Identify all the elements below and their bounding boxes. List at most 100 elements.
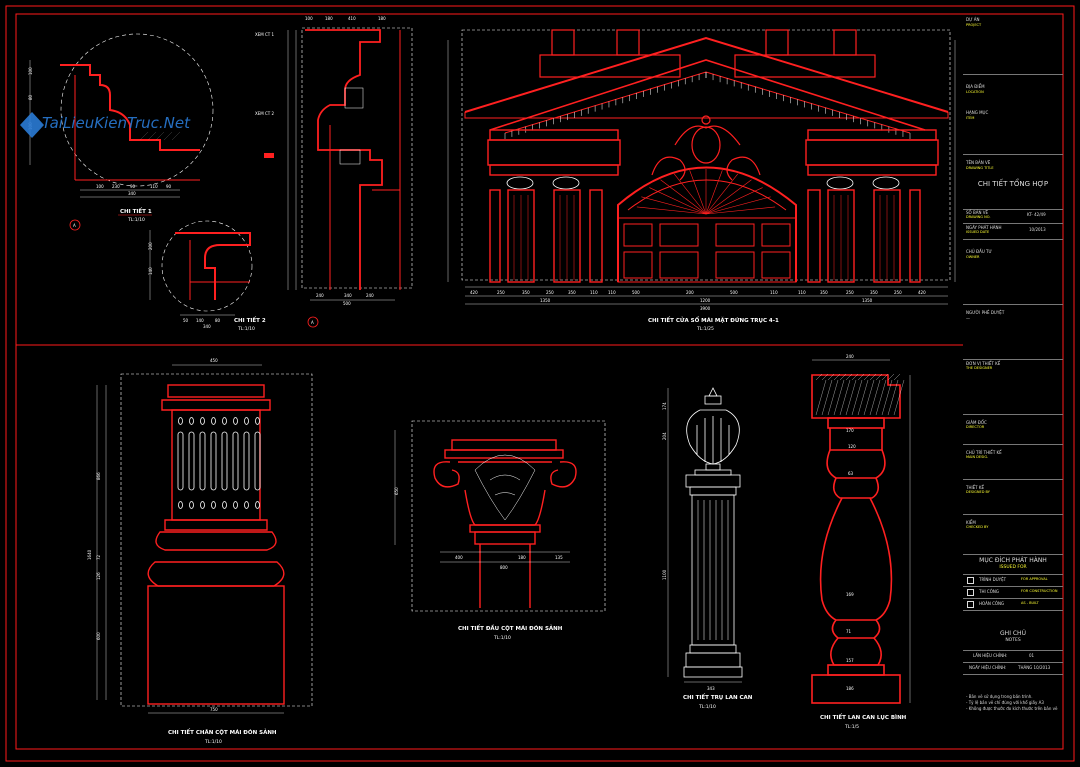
svg-text:80: 80 (215, 318, 221, 323)
tb-opt-construction[interactable]: THI CÔNG FOR CONSTRUCTION (963, 586, 1063, 599)
window-scale: TL:1/25 (696, 326, 714, 332)
svg-text:180: 180 (518, 555, 526, 560)
d1-bottom-dim: 340 (128, 191, 136, 196)
tb-revision: LẦN HIỆU CHỈNH: 01 (963, 650, 1063, 663)
baluster-title: CHI TIẾT LAN CAN LỤC BÌNH (820, 713, 907, 721)
svg-text:410: 410 (348, 16, 356, 21)
svg-text:TaiLieuKienTruc.Net: TaiLieuKienTruc.Net (42, 114, 191, 132)
tb-chief: CHỦ TRÌ THIẾT KẾ MAIN DESIG. (963, 444, 1063, 480)
svg-text:650: 650 (394, 487, 399, 495)
svg-text:420: 420 (918, 290, 926, 295)
tb-revision-date: NGÀY HIỆU CHỈNH: THÁNG 10/2013 (963, 662, 1063, 675)
window-dim-mid: 1200 (700, 298, 711, 303)
tb-item: HẠNG MỤC ITEM (963, 104, 1063, 155)
drawing-title: CHI TIẾT TỔNG HỢP (977, 180, 1049, 188)
svg-text:140: 140 (148, 267, 153, 275)
base-top-dim: 450 (210, 358, 218, 363)
d1-title: CHI TIẾT 1 (120, 207, 152, 215)
svg-text:240: 240 (366, 293, 374, 298)
xem-ct1-label: XEM CT 1 (255, 32, 274, 37)
svg-text:1100: 1100 (662, 569, 667, 580)
window-dim-right: 1350 (862, 298, 873, 303)
base-bottom-dim: 750 (210, 707, 218, 712)
svg-text:1640: 1640 (87, 549, 92, 560)
tb-note-lines: - Bản vẽ sử dụng trong bản trình. - Tỷ l… (966, 694, 1058, 711)
window-dim-total: 3900 (700, 306, 711, 311)
svg-text:250: 250 (497, 290, 505, 295)
svg-text:169: 169 (846, 592, 854, 597)
svg-text:180: 180 (378, 16, 386, 21)
svg-text:100: 100 (28, 67, 33, 75)
tb-opt-asbuilt[interactable]: HOÀN CÔNG AS - BUILT (963, 598, 1063, 611)
baluster-dim: 240 (846, 354, 854, 359)
svg-text:90: 90 (166, 184, 172, 189)
svg-text:72: 72 (96, 554, 101, 560)
svg-text:340: 340 (344, 293, 352, 298)
svg-text:110: 110 (608, 290, 616, 295)
svg-text:600: 600 (96, 632, 101, 640)
svg-text:135: 135 (555, 555, 563, 560)
svg-text:400: 400 (455, 555, 463, 560)
capital-title: CHI TIẾT ĐẦU CỘT MÁI ĐÓN SẢNH (458, 623, 563, 632)
detail-marker: A (73, 223, 76, 228)
svg-text:500: 500 (730, 290, 738, 295)
svg-text:110: 110 (150, 184, 158, 189)
sheet-inner-border (15, 13, 1064, 750)
xem-ct2-label: XEM CT 2 (255, 111, 274, 116)
svg-text:200: 200 (686, 290, 694, 295)
svg-text:A: A (311, 320, 314, 325)
tb-location: ĐỊA ĐIỂM LOCATION (966, 84, 985, 94)
tb-notes: GHI CHÚ NOTES (963, 610, 1063, 651)
svg-text:157: 157 (846, 658, 854, 663)
pillar-scale: TL:1/10 (698, 704, 716, 710)
svg-text:63: 63 (848, 471, 854, 476)
svg-text:170: 170 (846, 428, 854, 433)
watermark-logo: TaiLieuKienTruc.Net (20, 112, 191, 138)
base-scale: TL:1/10 (204, 739, 222, 745)
tb-purpose: MỤC ĐÍCH PHÁT HÀNH ISSUED FOR (963, 554, 1063, 575)
d1-scale: TL:1/10 (127, 217, 145, 223)
svg-text:80: 80 (28, 94, 33, 100)
svg-text:866: 866 (96, 472, 101, 480)
tb-drawing-title: TÊN BẢN VẼ DRAWING TITLE CHI TIẾT TỔNG H… (963, 154, 1063, 210)
svg-text:250: 250 (894, 290, 902, 295)
svg-text:50: 50 (183, 318, 189, 323)
svg-text:350: 350 (820, 290, 828, 295)
tb-project: DỰ ÁN PROJECT (963, 14, 1063, 75)
tb-approver: NGƯỜI PHÊ DUYỆT — (963, 304, 1063, 360)
window-dim-left: 1350 (540, 298, 551, 303)
svg-text:140: 140 (196, 318, 204, 323)
d2-bottom-dim: 340 (203, 324, 211, 329)
svg-text:120: 120 (848, 444, 856, 449)
svg-text:180: 180 (325, 16, 333, 21)
tb-design: THIẾT KẾ DESIGNED BY (963, 479, 1063, 515)
d2-title: CHI TIẾT 2 (234, 316, 266, 324)
svg-text:350: 350 (568, 290, 576, 295)
title-block: DỰ ÁN PROJECT ĐỊA ĐIỂM LOCATION HẠNG MỤC… (963, 14, 1063, 749)
d3-bottom-dim: 500 (343, 301, 351, 306)
svg-text:350: 350 (870, 290, 878, 295)
svg-text:110: 110 (590, 290, 598, 295)
svg-text:204: 204 (662, 432, 667, 440)
svg-text:420: 420 (470, 290, 478, 295)
svg-text:100: 100 (305, 16, 313, 21)
d2-scale: TL:1/10 (237, 326, 255, 332)
tb-issue-date: NGÀY PHÁT HÀNH ISSUED DATE 10/2013 (963, 223, 1063, 240)
svg-text:350: 350 (522, 290, 530, 295)
svg-text:230: 230 (112, 184, 120, 189)
window-title: CHI TIẾT CỬA SỔ MÁI MẶT ĐỨNG TRỤC 4-1 (648, 316, 779, 324)
capital-dim: 800 (500, 565, 508, 570)
pillar-title: CHI TIẾT TRỤ LAN CAN (683, 693, 753, 701)
tb-director: GIÁM ĐỐC DIRECTOR (963, 414, 1063, 445)
svg-text:250: 250 (546, 290, 554, 295)
svg-text:500: 500 (632, 290, 640, 295)
svg-text:110: 110 (798, 290, 806, 295)
tb-check: KIỂM CHECKED BY (963, 514, 1063, 555)
tb-opt-approval[interactable]: TRÌNH DUYỆT FOR APPROVAL (963, 574, 1063, 587)
